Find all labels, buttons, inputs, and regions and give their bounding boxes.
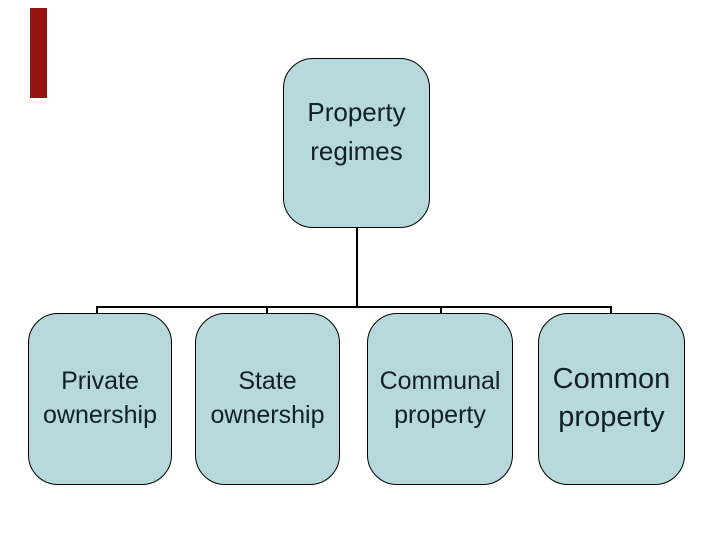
node-property-regimes-label: Property regimes — [307, 97, 406, 166]
node-private-ownership: Private ownership — [28, 313, 172, 485]
node-communal-property: Communal property — [367, 313, 513, 485]
node-private-ownership-label: Private ownership — [43, 367, 157, 429]
node-state-ownership-label: State ownership — [210, 367, 325, 429]
connector-root-vertical — [356, 228, 358, 308]
node-state-ownership: State ownership — [195, 313, 340, 485]
node-property-regimes: Property regimes — [283, 58, 430, 228]
connector-stub-state — [266, 307, 268, 315]
node-communal-property-label: Communal property — [379, 367, 501, 429]
node-common-property: Common property — [538, 313, 685, 485]
node-common-property-label: Common property — [552, 363, 671, 433]
connector-stub-communal — [440, 307, 442, 315]
connector-stub-private — [96, 307, 98, 315]
red-accent-bar — [30, 8, 47, 98]
connector-horizontal — [96, 306, 612, 308]
connector-stub-common — [610, 307, 612, 315]
